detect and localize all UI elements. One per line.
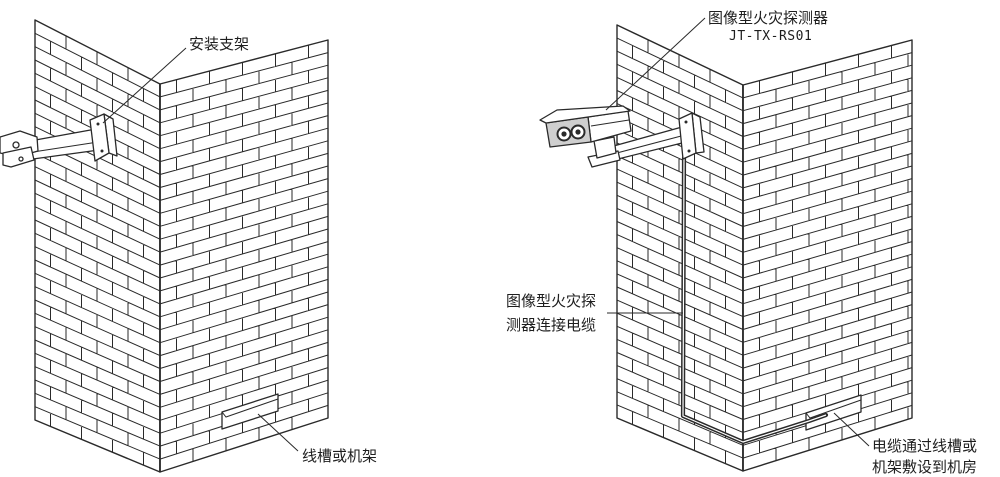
detector-leader-line	[605, 17, 706, 111]
cable-run-core	[682, 157, 827, 443]
bracket-label: 安装支架	[189, 35, 249, 53]
trough-leader-line	[257, 413, 299, 452]
plate-bolt-icon	[687, 149, 691, 153]
lens-center-icon	[561, 131, 567, 137]
plate-bolt-icon	[96, 122, 100, 126]
cable-trough-left	[221, 393, 279, 430]
bracket-arm-edge	[32, 141, 99, 153]
plate-bolt-icon	[100, 149, 104, 153]
wall-left-face-bricks	[616, 37, 744, 464]
wall-left-face	[616, 24, 744, 472]
left-callouts: 安装支架 线槽或机架	[102, 35, 377, 465]
left-scene: 安装支架 线槽或机架	[0, 19, 377, 473]
lens-center-icon	[575, 129, 581, 135]
bracket-screw-icon	[18, 156, 24, 162]
housing-seam	[590, 119, 630, 127]
trough-inner-edge	[805, 399, 862, 419]
bracket-wall-plate	[678, 112, 697, 160]
bracket-leader-line	[102, 47, 187, 124]
mounting-bracket	[0, 113, 118, 168]
wall-right-face-bricks	[742, 45, 913, 461]
trough-opening	[805, 394, 862, 431]
routing-leader-line	[833, 412, 870, 447]
bracket-head-base	[2, 146, 35, 168]
detector-cable	[680, 155, 829, 445]
bracket-wall-plate	[89, 113, 110, 162]
detector-sunshade	[539, 105, 631, 124]
detector-model-label: JT-TX-RS01	[729, 29, 812, 44]
wall-left-face-bricks	[34, 32, 161, 466]
cable-trough-right	[805, 394, 862, 431]
trough-label: 线槽或机架	[302, 447, 377, 465]
detector-mount-neck	[593, 136, 617, 159]
detector-label: 图像型火灾探测器	[708, 9, 828, 27]
plate-bolt-icon	[684, 120, 688, 124]
trough-opening	[221, 393, 279, 430]
bracket-arm-edge	[612, 134, 686, 155]
right-brick-wall-corner	[616, 24, 913, 472]
bracket-knob-icon	[12, 141, 20, 149]
image-fire-detector	[539, 105, 632, 168]
right-callouts: 图像型火灾探测器 JT-TX-RS01 图像型火灾探 测器连接电缆 电缆通过线槽…	[506, 9, 977, 476]
wall-right-face-bricks	[159, 45, 329, 462]
routing-label-line-1: 电缆通过线槽或	[872, 437, 977, 455]
right-scene: 图像型火灾探测器 JT-TX-RS01 图像型火灾探 测器连接电缆 电缆通过线槽…	[506, 9, 977, 476]
routing-label-line-2: 机架敷设到机房	[872, 458, 977, 476]
cable-label-line-1: 图像型火灾探	[506, 292, 596, 310]
cable-label-line-2: 测器连接电缆	[506, 316, 596, 334]
detector-bracket	[609, 112, 705, 161]
trough-inner-edge	[221, 398, 279, 418]
left-brick-wall-corner	[34, 19, 329, 473]
